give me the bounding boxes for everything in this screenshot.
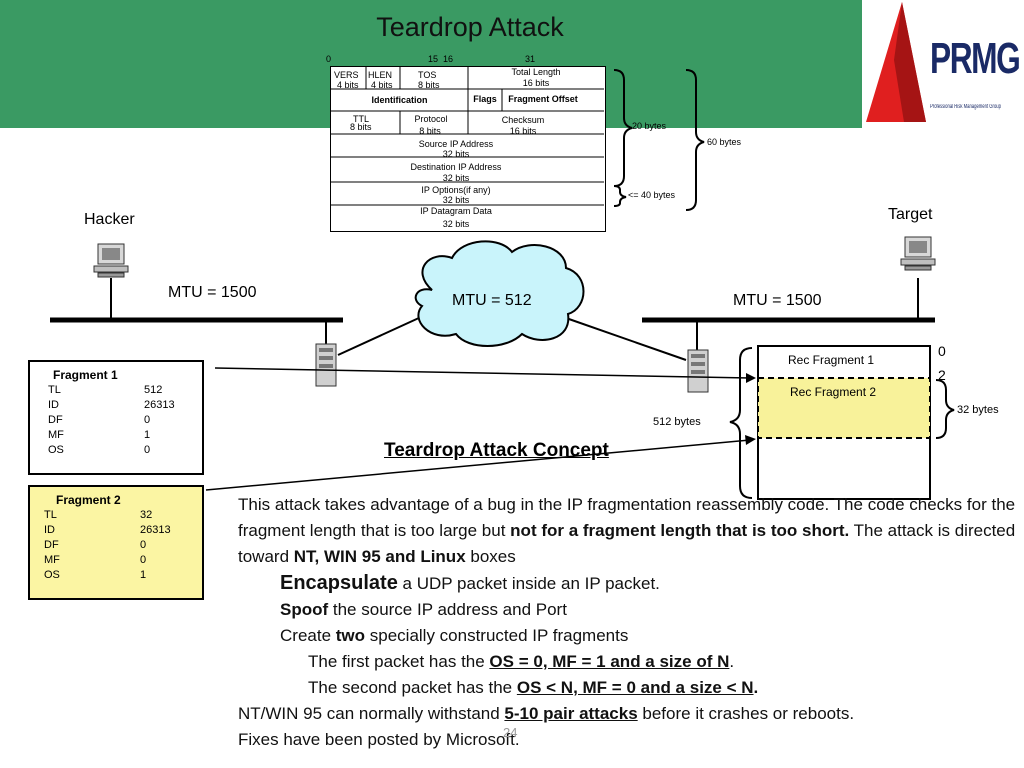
page-title: Teardrop Attack (376, 12, 564, 42)
field-flags: Flags (473, 94, 497, 104)
fragment-1-title: Fragment 1 (53, 368, 118, 382)
hacker-label: Hacker (84, 211, 135, 228)
target-label: Target (888, 206, 933, 223)
bullet-item-1: This attack takes advantage of a bug in … (238, 495, 1016, 566)
fragment-field-name: DF (48, 414, 63, 426)
rec-fragment-2-region (757, 377, 931, 439)
field-vers-bits: 4 bits (337, 80, 359, 90)
mtu-cloud-label: MTU = 512 (452, 292, 532, 309)
label-20-bytes: 20 bytes (632, 121, 667, 131)
field-total-length-bits: 16 bits (522, 78, 550, 88)
field-ip-datagram-data: IP Datagram Data (420, 206, 492, 216)
ip-header-diagram: 0 15 16 31 VERS 4 bits HLEN 4 bits TOS 8… (0, 0, 760, 240)
hacker-computer-icon (93, 243, 129, 278)
field-ip-options-bits: 32 bits (442, 195, 470, 205)
label-32-bytes: 32 bytes (957, 404, 999, 416)
target-computer-icon (900, 236, 936, 271)
sub-bullet-encapsulate: Encapsulate a UDP packet inside an IP pa… (280, 572, 660, 594)
brace-40-bytes (613, 185, 627, 207)
field-checksum-bits: 16 bits (509, 126, 537, 136)
bit-tick-31: 31 (525, 54, 536, 64)
fragment-field-name: OS (44, 569, 60, 581)
field-tos-bits: 8 bits (418, 80, 440, 90)
field-checksum: Checksum (501, 115, 545, 125)
right-router-icon (687, 349, 709, 393)
field-identification: Identification (371, 95, 428, 105)
rec-fragment-1-label: Rec Fragment 1 (788, 353, 875, 367)
offset-marker-0: 0 (938, 343, 946, 359)
field-destination-ip: Destination IP Address (410, 162, 502, 172)
field-tos: TOS (418, 70, 437, 80)
field-ip-datagram-data-bits: 32 bits (442, 219, 470, 229)
label-40-bytes: <= 40 bytes (628, 190, 676, 200)
fragment-field-value: 0 (140, 539, 147, 551)
bullet-item-3: Fixes have been posted by Microsoft. (238, 730, 520, 749)
field-source-ip-bits: 32 bits (442, 149, 470, 159)
fragment-field-name: ID (48, 399, 59, 411)
fragment-field-value: 1 (140, 569, 147, 581)
field-fragment-offset: Fragment Offset (508, 94, 578, 104)
sub-bullet-create: Create two specially constructed IP frag… (280, 626, 629, 645)
bit-tick-15-16: 15 16 (428, 54, 454, 64)
ip-header-lines (331, 66, 705, 211)
field-hlen: HLEN (368, 70, 393, 80)
fragment-field-name: OS (48, 444, 64, 456)
logo-triangle-icon (866, 2, 926, 122)
field-ttl-bits: 8 bits (350, 122, 372, 132)
field-protocol-bits: 8 bits (419, 126, 441, 136)
label-60-bytes: 60 bytes (707, 137, 742, 147)
fragment-field-value: 0 (144, 414, 151, 426)
field-destination-ip-bits: 32 bits (442, 173, 470, 183)
prmg-logo: PRMG Professional Risk Management Group (864, 0, 1024, 128)
page-number: 24 (503, 725, 518, 740)
fragment-field-name: TL (44, 509, 57, 521)
field-protocol: Protocol (414, 114, 448, 124)
bullet-list: This attack takes advantage of a bug in … (216, 492, 1016, 753)
brace-32-bytes (935, 379, 955, 439)
field-total-length: Total Length (511, 67, 561, 77)
rec-fragment-2-label: Rec Fragment 2 (790, 385, 877, 399)
field-hlen-bits: 4 bits (371, 80, 393, 90)
bit-tick-0: 0 (326, 54, 332, 64)
left-router-icon (315, 343, 337, 387)
brace-20-bytes (613, 69, 633, 187)
first-packet-line: The first packet has the OS = 0, MF = 1 … (308, 652, 735, 671)
mtu-right-label: MTU = 1500 (733, 292, 822, 309)
sub-bullet-spoof: Spoof the source IP address and Port (280, 600, 567, 619)
fragment-field-name: TL (48, 384, 61, 396)
fragment-field-value: 26313 (140, 524, 171, 536)
fragment-field-name: MF (44, 554, 60, 566)
fragment-field-value: 512 (144, 384, 163, 396)
logo-subtext: Professional Risk Management Group (930, 104, 1001, 110)
field-source-ip: Source IP Address (418, 139, 494, 149)
fragment-field-value: 32 (140, 509, 153, 521)
concept-heading: Teardrop Attack Concept (384, 440, 609, 461)
fragment-field-value: 0 (140, 554, 147, 566)
fragment-field-name: DF (44, 539, 59, 551)
field-vers: VERS (334, 70, 359, 80)
fragment-field-value: 26313 (144, 399, 175, 411)
fragment-field-value: 0 (144, 444, 151, 456)
field-ip-options: IP Options(if any) (421, 185, 491, 195)
label-512-bytes: 512 bytes (653, 416, 701, 428)
logo-text: PRMG (930, 34, 1021, 83)
mtu-left-label: MTU = 1500 (168, 284, 257, 301)
cloud-icon (414, 240, 585, 347)
brace-60-bytes (685, 69, 705, 211)
field-ttl: TTL (353, 114, 370, 124)
bullet-item-2: NT/WIN 95 can normally withstand 5-10 pa… (238, 704, 855, 723)
offset-marker-2: 2 (938, 367, 946, 383)
brace-512-bytes (729, 347, 753, 499)
second-packet-line: The second packet has the OS < N, MF = 0… (308, 678, 759, 697)
fragment-field-name: ID (44, 524, 55, 536)
fragment-field-name: MF (48, 429, 64, 441)
fragment-2-title: Fragment 2 (56, 493, 121, 507)
fragment-field-value: 1 (144, 429, 151, 441)
